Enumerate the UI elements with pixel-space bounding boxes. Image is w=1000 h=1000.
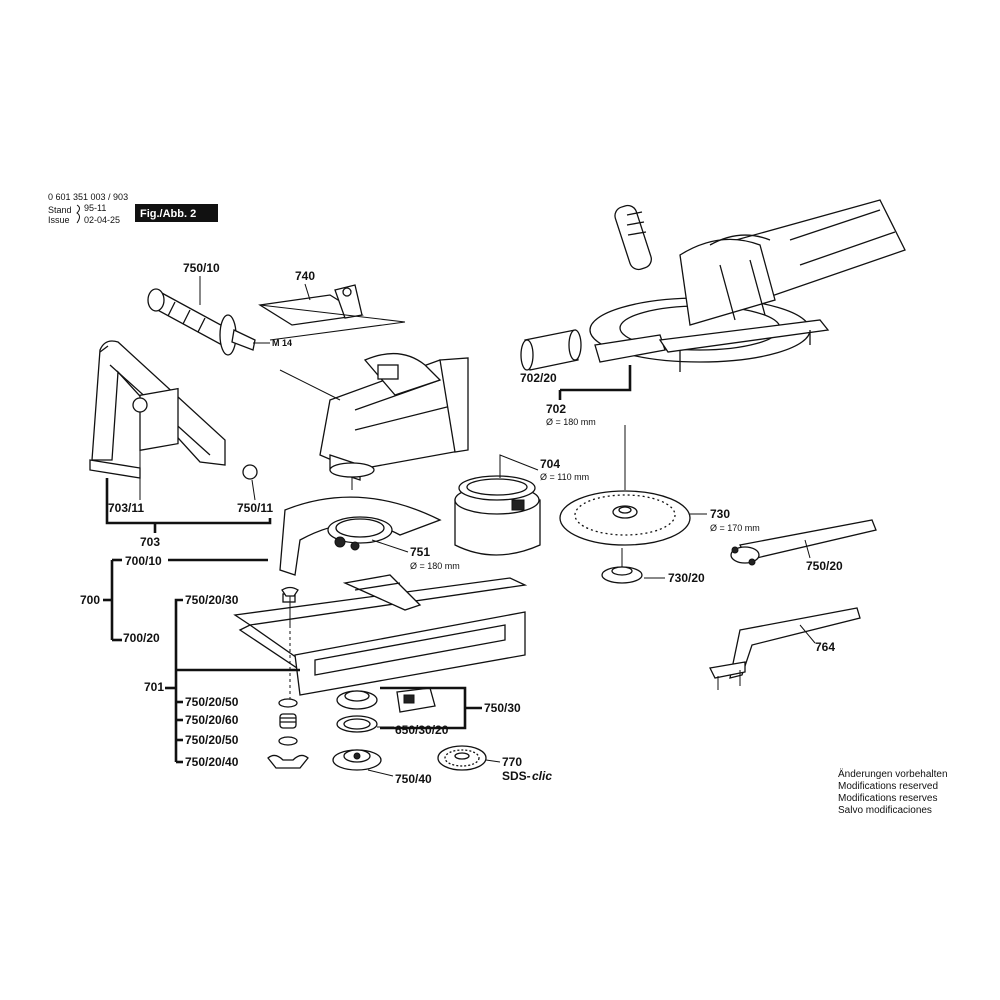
flanges-group: 750/30 650/30/20 750/40 770 SDS- clic [332, 686, 552, 786]
part-703-bow-handle: 703/11 750/11 703 [89, 340, 273, 549]
bracket-700: 700/10 700 700/20 750/20/30 [80, 554, 299, 762]
label-751-dia: Ø = 180 mm [410, 561, 460, 571]
part-730-disc: 730 Ø = 170 mm [559, 425, 760, 546]
part-730-20-nut: 730/20 [601, 548, 705, 585]
label-700-20: 700/20 [123, 631, 160, 645]
stand-label: Stand [48, 205, 72, 215]
part-740-plate: 740 [258, 269, 406, 341]
grinder-body [279, 352, 469, 490]
label-702: 702 [546, 402, 566, 416]
note-fr: Modifications reserves [838, 793, 937, 804]
note-es: Salvo modificaciones [838, 805, 932, 816]
label-751: 751 [410, 545, 430, 559]
modification-notes: Änderungen vorbehalten Modifications res… [838, 768, 948, 816]
label-750-20-60: 750/20/60 [185, 713, 239, 727]
part-750-20-wrench: 750/20 [730, 519, 877, 573]
label-700-10: 700/10 [125, 554, 162, 568]
label-703-11: 703/11 [108, 501, 144, 515]
part-704-guard: 704 Ø = 110 mm [454, 454, 589, 556]
issue-value: 02-04-25 [84, 215, 120, 225]
label-750-20-50-a: 750/20/50 [185, 695, 239, 709]
note-de: Änderungen vorbehalten [838, 768, 948, 780]
assembled-grinder-illustration [589, 199, 906, 372]
label-750-20-30: 750/20/30 [185, 593, 239, 607]
part-700-cutting-carriage [233, 574, 528, 696]
label-702-dia: Ø = 180 mm [546, 417, 596, 427]
part-702-20-702: 702/20 702 Ø = 180 mm [520, 329, 632, 427]
label-750-30: 750/30 [484, 701, 521, 715]
label-730-dia: Ø = 170 mm [710, 523, 760, 533]
stand-value: 95-11 [84, 203, 106, 213]
label-770: 770 [502, 755, 522, 769]
label-740: 740 [295, 269, 315, 283]
label-m14: M 14 [272, 338, 292, 348]
label-700: 700 [80, 593, 100, 607]
label-sds: SDS- [502, 769, 531, 783]
label-750-20-50-b: 750/20/50 [185, 733, 239, 747]
label-704: 704 [540, 457, 560, 471]
header-brace [76, 204, 80, 224]
label-701: 701 [144, 680, 164, 694]
part-750-10-side-handle: 750/10 M 14 [147, 261, 292, 356]
label-750-20-40: 750/20/40 [185, 755, 239, 769]
note-en: Modifications reserved [838, 781, 938, 792]
part-751-guard: 751 Ø = 180 mm [279, 496, 460, 576]
label-750-20: 750/20 [806, 559, 843, 573]
label-750-40: 750/40 [395, 772, 432, 786]
label-730: 730 [710, 507, 730, 521]
part-764-wrench: 764 [709, 607, 861, 690]
part-number: 0 601 351 003 / 903 [48, 192, 128, 202]
label-730-20: 730/20 [668, 571, 705, 585]
label-764: 764 [815, 640, 835, 654]
issue-label: Issue [48, 215, 70, 225]
label-704-dia: Ø = 110 mm [540, 472, 589, 482]
label-703: 703 [140, 535, 160, 549]
header-block: 0 601 351 003 / 903 Stand Issue 95-11 02… [48, 192, 218, 225]
figure-label-box [135, 204, 218, 222]
label-750-10: 750/10 [183, 261, 220, 275]
bracket-701: 701 750/20/50 750/20/60 750/20/50 750/20… [144, 668, 309, 769]
label-650-30-20: 650/30/20 [395, 723, 449, 737]
label-750-11: 750/11 [237, 501, 273, 515]
label-sds-clic: clic [532, 769, 552, 783]
label-702-20: 702/20 [520, 371, 557, 385]
figure-label: Fig./Abb. 2 [140, 208, 196, 220]
